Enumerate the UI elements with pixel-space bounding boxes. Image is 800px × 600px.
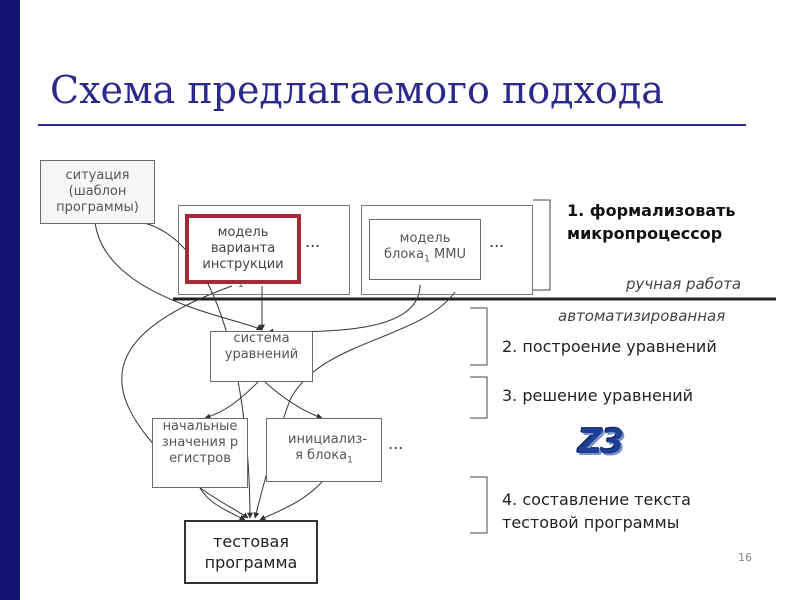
step1-label: 1. формализовать микропроцессор [567, 201, 736, 243]
block-init-box: инициализ-я блока1 [266, 418, 382, 482]
slide-title: Схема предлагаемого подхода [50, 68, 664, 112]
edge-situation-system [94, 221, 263, 331]
z3-logo-icon: Z3 [578, 422, 624, 462]
bracket-step3 [470, 376, 488, 419]
slide-sidebar [0, 0, 20, 600]
model-block-label: модель блока [384, 231, 451, 263]
bracket-step4 [470, 476, 488, 534]
model-block-box: модель блока1 MMU [369, 219, 481, 280]
initial-values-box: начальные значения регистров [152, 418, 248, 488]
automated-label: автоматизированная [558, 307, 726, 325]
step2-label: 2. построение уравнений [502, 337, 717, 356]
instruction-ellipsis: ... [305, 232, 321, 251]
edge-initblock-program [259, 481, 323, 521]
situation-box: ситуация (шаблон программы) [40, 160, 155, 224]
block-init-label: инициализ-я блока [288, 431, 368, 463]
instruction-group-box [178, 205, 350, 295]
equation-system-box: система уравнений [210, 331, 313, 382]
edge-instruction-program [121, 285, 249, 519]
block-init-text: инициализ-я блока1 [288, 432, 367, 469]
test-program-box: тестовая программа [184, 520, 318, 584]
test-program-label: тестовая программа [204, 532, 298, 572]
step3-label: 3. решение уравнений [502, 386, 694, 405]
model-block-subscript: 1 [424, 254, 430, 265]
block-ellipsis: ... [489, 232, 505, 251]
model-instruction-box: модель варианта инструкции [185, 214, 301, 284]
initial-values-label: начальные значения регистров [161, 419, 239, 466]
equation-system-label: система уравнений [224, 331, 299, 362]
situation-label: ситуация (шаблон программы) [56, 168, 139, 215]
page-number: 16 [738, 551, 752, 564]
model-block-suffix: MMU [429, 247, 466, 263]
edge-system-initvalues [204, 381, 259, 420]
manual-work-label: ручная работа [626, 275, 742, 293]
block-init-subscript: 1 [347, 455, 353, 466]
model-instruction-subscript: 1 [238, 280, 244, 290]
model-instruction-label: модель варианта инструкции [202, 225, 284, 272]
model-block-text: модель блока1 MMU [375, 231, 475, 268]
bracket-step1 [533, 199, 551, 291]
block-group-box [361, 205, 533, 295]
title-underline [38, 124, 746, 126]
init-ellipsis: ... [388, 434, 404, 453]
edge-initvalues-program [199, 487, 246, 521]
edge-block-program [253, 291, 456, 519]
edge-system-initblock [264, 381, 323, 420]
bracket-step2 [470, 307, 488, 366]
step4-label: 4. составление текста тестовой программы [502, 490, 691, 532]
